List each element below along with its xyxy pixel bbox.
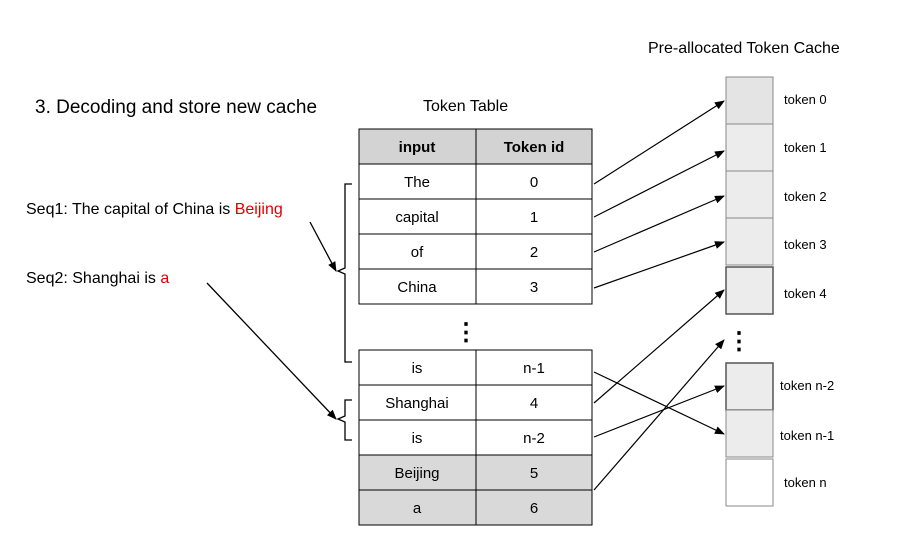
seq1-new-token: Beijing: [234, 201, 283, 218]
seq2-text: Seq2: Shanghai is a: [26, 270, 169, 288]
cell-input: is: [412, 430, 423, 447]
cell-token-id: 6: [530, 500, 538, 517]
seq1-arrow: [309, 221, 337, 272]
cache-slot-label: token 0: [784, 92, 827, 107]
cache-slot: [725, 266, 774, 315]
arrow-china-to-token3: [593, 241, 725, 289]
seq1-prefix: Seq1: The capital of China is: [26, 201, 235, 218]
cache-slot: [725, 170, 774, 219]
cell-input: China: [397, 279, 437, 296]
cache-slot: [725, 458, 774, 507]
cell-input: The: [404, 174, 430, 191]
cache-slot: [725, 362, 774, 411]
cell-input: Shanghai: [385, 395, 448, 412]
cell-token-id: 0: [530, 174, 538, 191]
token-table-title: Token Table: [423, 98, 509, 115]
arrow-is-to-token-n-2: [593, 385, 725, 438]
cache-slot-label: token n: [784, 475, 827, 490]
cell-input: a: [413, 500, 422, 517]
seq2-arrow: [206, 282, 337, 420]
cache-slot: [725, 123, 774, 172]
cache-slot: [725, 409, 774, 458]
seq1-text: Seq1: The capital of China is Beijing: [26, 201, 283, 219]
seq2-new-token: a: [160, 270, 170, 287]
cell-token-id: 2: [530, 244, 538, 261]
arrow-shanghai-to-token4: [593, 289, 725, 404]
arrow-the-to-token0: [593, 100, 725, 185]
arrow-of-to-token2: [593, 195, 725, 253]
arrow-a-to-cache-gap: [593, 339, 725, 491]
cache-slot: [725, 217, 774, 266]
cell-input: is: [412, 360, 423, 377]
arrow-capital-to-token1: [593, 150, 725, 218]
token-table-bottom: is n-1 Shanghai 4 is n-2 Beijing 5 a 6: [358, 349, 593, 526]
arrow-is-to-token-n-1: [593, 371, 725, 435]
cache-ellipsis: ⋮: [727, 328, 751, 355]
cell-token-id: n-1: [523, 360, 545, 377]
seq2-brace: [336, 399, 352, 441]
cache-slot: [725, 76, 774, 125]
seq2-prefix: Seq2: Shanghai is: [26, 270, 161, 287]
header-token-id: Token id: [504, 139, 565, 156]
cell-input: capital: [395, 209, 438, 226]
cell-token-id: 1: [530, 209, 538, 226]
cache-slot-label: token 2: [784, 189, 827, 204]
token-table-top: input Token id The 0 capital 1 of 2 Chin…: [358, 128, 593, 305]
seq1-brace: [336, 183, 352, 363]
cell-token-id: 4: [530, 395, 538, 412]
cell-input: Beijing: [394, 465, 439, 482]
header-input: input: [399, 139, 436, 156]
mapping-arrows: [593, 100, 725, 491]
cache-slot-label: token 3: [784, 237, 827, 252]
cell-token-id: 3: [530, 279, 538, 296]
cache-slot-label: token 1: [784, 140, 827, 155]
table-ellipsis: ⋮: [454, 319, 478, 346]
cache-slot-label: token 4: [784, 286, 827, 301]
cache-slot-label: token n-1: [780, 428, 834, 443]
cell-input: of: [411, 244, 424, 261]
cache-slot-label: token n-2: [780, 378, 834, 393]
section-heading: 3. Decoding and store new cache: [35, 97, 318, 118]
token-cache-bottom: token n-2 token n-1 token n: [725, 362, 834, 507]
cell-token-id: 5: [530, 465, 538, 482]
token-cache-title: Pre-allocated Token Cache: [648, 40, 840, 57]
cell-token-id: n-2: [523, 430, 545, 447]
token-cache-top: token 0 token 1 token 2 token 3 token 4: [725, 76, 827, 315]
